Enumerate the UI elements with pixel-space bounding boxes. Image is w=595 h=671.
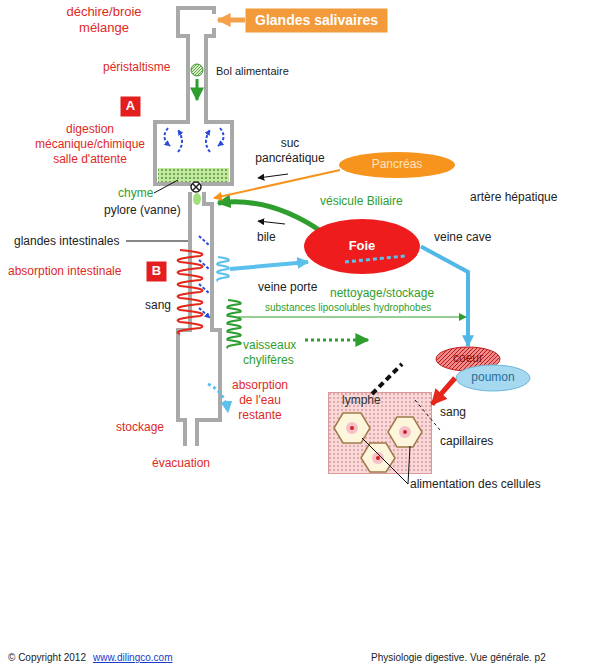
- leader-line: [154, 180, 178, 193]
- callout-box: A: [120, 96, 141, 117]
- organ-shape: [339, 152, 455, 178]
- organ-ellipse: poumon: [455, 364, 531, 392]
- organ-name: poumon: [471, 371, 514, 385]
- lymph-dotted-arrow: [305, 339, 368, 342]
- structure-label: artère hépatique: [470, 190, 557, 205]
- blood-arrow: [432, 378, 455, 404]
- chyme-drop: [193, 193, 201, 205]
- gland-box: Glandes salivaires: [245, 8, 388, 33]
- box-shape: [329, 393, 432, 474]
- pancreatic-juice-line: [214, 170, 340, 198]
- stomach-cavity: [155, 122, 232, 184]
- mixing-arrow: [164, 128, 170, 146]
- cell-nucleus: [350, 426, 354, 430]
- organ-shape: [456, 365, 530, 391]
- box-shape: [246, 9, 388, 33]
- structure-label: capillaires: [440, 434, 493, 449]
- saliva-arrow: [218, 18, 245, 23]
- cell-nucleus: [399, 426, 411, 438]
- callout-box: B: [146, 261, 167, 282]
- structure-label: vésicule Biliaire: [320, 194, 403, 209]
- flow-arrow: [258, 221, 285, 224]
- mixing-arrow: [178, 130, 182, 152]
- venous-coil: [217, 257, 229, 281]
- copyright-text: © Copyright 2012: [8, 652, 86, 665]
- capillary-boundary: [372, 364, 402, 394]
- mixing-arrow: [206, 130, 210, 152]
- cell: [361, 443, 395, 472]
- cell-nucleus: [376, 456, 380, 460]
- organ-name: Glandes salivaires: [255, 12, 378, 28]
- structure-label: pylore (vanne): [104, 203, 181, 218]
- water-absorption-arrow: [208, 384, 228, 412]
- structure-label: vaisseaux chylifères: [243, 338, 313, 368]
- cell: [388, 417, 422, 447]
- edge-label: sang: [440, 405, 466, 420]
- function-label: nettoyage/stockage: [330, 286, 434, 301]
- leader-line: [126, 241, 188, 242]
- pylorus-valve: [191, 182, 201, 192]
- callout-letter: B: [152, 264, 161, 279]
- function-label: digestion mécanique/chimique salle d'att…: [25, 122, 155, 167]
- structure-label: Bol alimentaire: [216, 65, 289, 79]
- structure-label: chyme: [118, 186, 153, 201]
- flow-arrow: [258, 174, 288, 178]
- function-label: péristaltisme: [103, 60, 170, 75]
- function-label: absorption intestinale: [8, 264, 121, 279]
- peristalsis-arrow: [196, 79, 199, 100]
- box-shape: [147, 262, 167, 282]
- absorption-arrow: [199, 236, 210, 318]
- organ-ellipse: Foie: [303, 218, 421, 275]
- leader-line: [362, 438, 410, 484]
- food-bolus: [191, 64, 203, 76]
- edge-label: veine cave: [434, 230, 491, 245]
- function-label: absorption de l'eau restante: [225, 378, 295, 423]
- liver-flow: [345, 256, 405, 262]
- area-name: lymphe: [342, 394, 381, 408]
- cell-nucleus: [403, 430, 407, 434]
- lymph-line: [238, 316, 466, 317]
- callout-letter: A: [126, 99, 135, 114]
- structure-label: veine porte: [258, 280, 317, 295]
- intestine-wall: [197, 192, 220, 446]
- organ-name: Pancréas: [372, 158, 423, 172]
- digestive-tube-wall: [201, 28, 232, 184]
- mixing-arrow: [218, 128, 224, 146]
- organ-shape: [304, 219, 420, 274]
- website-link: www.dilingco.com: [93, 652, 172, 665]
- blood-capillary-coil: [178, 250, 203, 334]
- structure-label: sang: [145, 298, 171, 313]
- structure-label: suc pancréatique: [250, 136, 330, 166]
- organ-ellipse: Pancréas: [338, 151, 456, 179]
- organ-name: Foie: [349, 239, 376, 254]
- lymph-vessel-coil: [227, 300, 241, 348]
- chyme-fill: [158, 168, 229, 182]
- structure-label: glandes intestinales: [14, 234, 119, 249]
- function-label: stockage: [116, 420, 164, 435]
- cell-nucleus: [346, 422, 358, 434]
- bile-arrow: [218, 202, 322, 232]
- function-label: évacuation: [152, 456, 210, 471]
- page-footer: Physiologie digestive. Vue générale. p2: [371, 652, 546, 665]
- structure-label: alimentation des cellules: [410, 477, 541, 492]
- structure-label: bile: [257, 230, 276, 245]
- function-label: déchire/broie mélange: [58, 4, 150, 37]
- pylorus-valve: [193, 184, 200, 191]
- organ-name: coeur: [453, 352, 483, 366]
- function-label: substances liposolubles hydrophobes: [265, 302, 431, 315]
- cell: [334, 413, 370, 443]
- box-shape: [121, 97, 141, 117]
- portal-vein-arrow: [230, 262, 308, 269]
- leader-line: [415, 400, 440, 430]
